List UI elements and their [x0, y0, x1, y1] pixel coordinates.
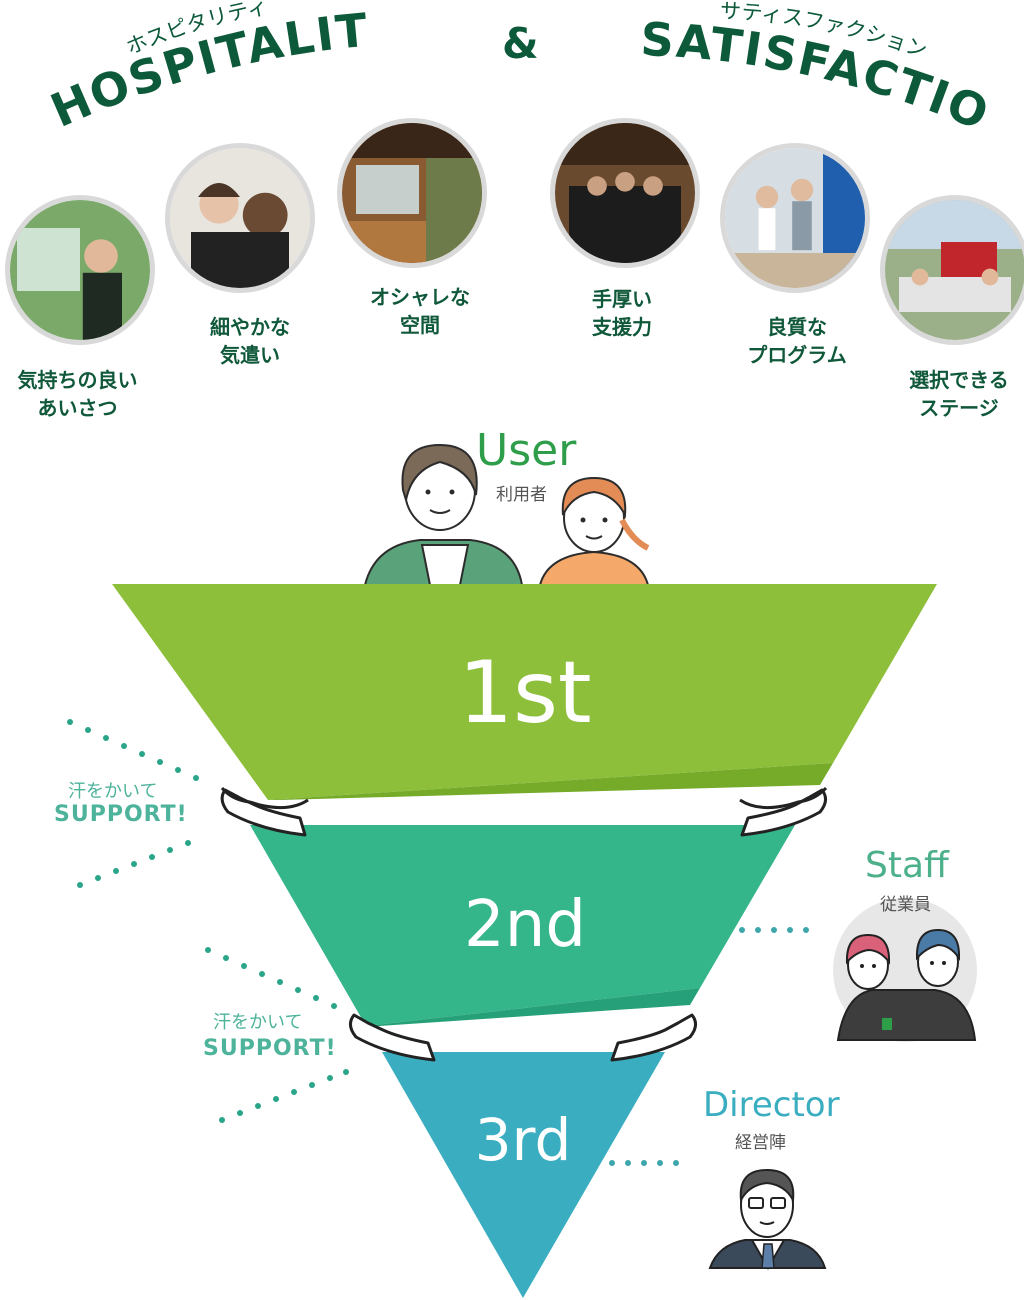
caption-space: オシャレな 空間	[370, 285, 470, 337]
support-2-ja: 汗をかいて	[213, 1012, 303, 1033]
support-2-en: SUPPORT!	[203, 1036, 337, 1061]
header-titles: ホスピタリティ HOSPITALITY & サティスファクション SATISFA…	[0, 0, 996, 141]
tier-1	[112, 584, 937, 800]
ampersand: &	[502, 19, 539, 68]
caption-support: 手厚い 支援力	[592, 287, 652, 339]
support-1-en: SUPPORT!	[54, 802, 188, 827]
tier-2	[250, 825, 795, 1026]
tier-3-label: 3rd	[475, 1106, 572, 1174]
user-label: User	[476, 425, 577, 476]
director-label-ja: 経営陣	[735, 1133, 786, 1153]
staff-label: Staff	[865, 845, 949, 886]
tier-2-shade	[366, 988, 700, 1026]
hands-bottom	[349, 1013, 697, 1062]
support-rays-bottom	[205, 947, 349, 1123]
support-rays-top	[67, 719, 199, 888]
director-illustration	[708, 1168, 827, 1271]
caption-program: 良質な プログラム	[747, 315, 847, 367]
director-connector	[609, 1160, 679, 1166]
photo-greeting	[5, 195, 155, 345]
staff-label-ja: 従業員	[880, 895, 931, 915]
tier-3	[382, 1052, 665, 1298]
staff-illustration	[833, 898, 977, 1042]
photo-care	[165, 143, 315, 293]
tier-1-label: 1st	[458, 643, 591, 743]
director-label: Director	[703, 1085, 840, 1125]
caption-stage: 選択できる ステージ	[909, 368, 1009, 420]
support-1-ja: 汗をかいて	[68, 781, 158, 802]
staff-connector	[739, 927, 809, 933]
user-label-ja: 利用者	[496, 485, 547, 505]
photo-program	[720, 143, 870, 293]
caption-greeting: 気持ちの良い あいさつ	[17, 368, 138, 420]
tier-1-shade	[268, 763, 833, 800]
user-illustration	[363, 443, 650, 586]
caption-care: 細やかな 気遣い	[210, 315, 290, 367]
tier-2-label: 2nd	[464, 888, 586, 962]
hands-top	[220, 786, 828, 837]
photo-space	[337, 118, 487, 268]
